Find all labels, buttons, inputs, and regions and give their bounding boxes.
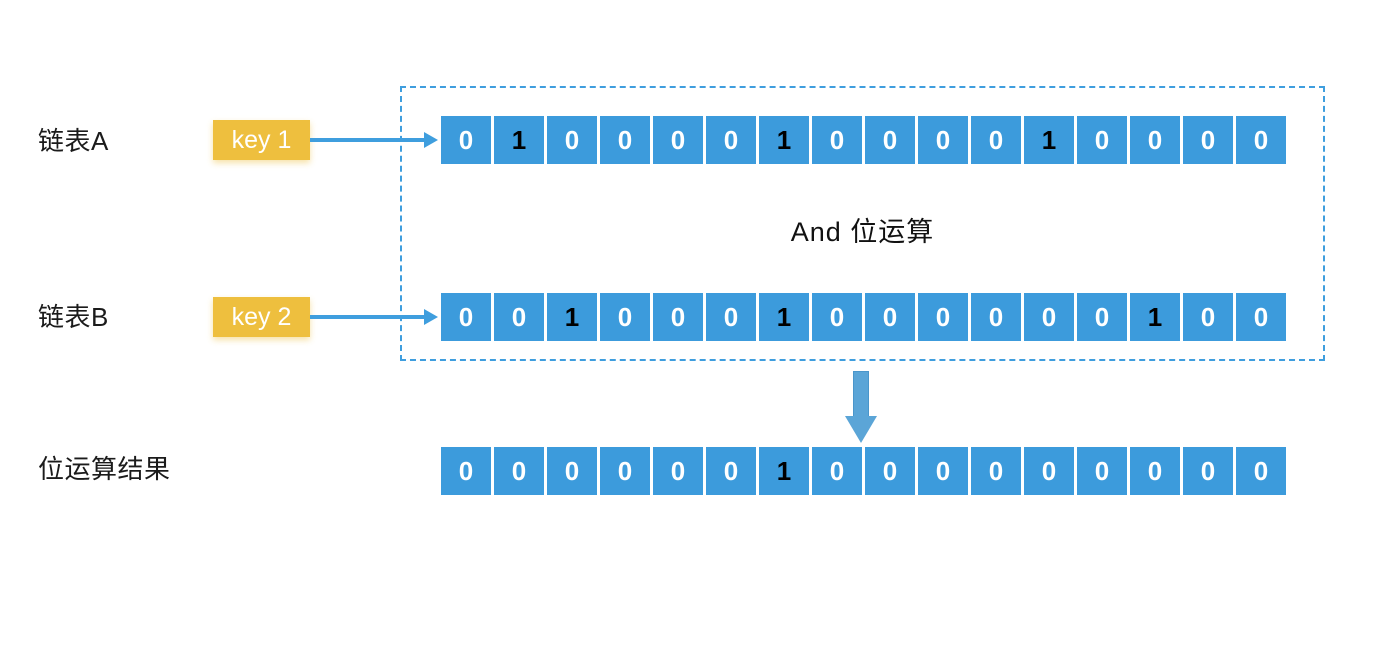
bit-cell: 1 [1023, 115, 1075, 165]
bit-cell: 1 [758, 292, 810, 342]
bit-cell: 0 [1235, 292, 1287, 342]
bit-cell: 0 [652, 292, 704, 342]
bit-cell: 0 [546, 446, 598, 496]
bit-cell: 0 [864, 292, 916, 342]
bit-cell: 0 [864, 115, 916, 165]
bit-cell: 0 [917, 115, 969, 165]
row-label-result: 位运算结果 [38, 454, 171, 484]
bit-cell: 0 [1129, 446, 1181, 496]
connector-arrow-a [310, 129, 438, 151]
bit-cell: 0 [1076, 292, 1128, 342]
bit-cell: 0 [1235, 446, 1287, 496]
bit-cell: 0 [1182, 292, 1234, 342]
bit-cell: 0 [546, 115, 598, 165]
bit-cell: 1 [758, 115, 810, 165]
bit-cell: 0 [1076, 446, 1128, 496]
bit-cell: 0 [1235, 115, 1287, 165]
bit-cell: 0 [493, 292, 545, 342]
bit-cell: 0 [705, 292, 757, 342]
bit-cell: 0 [599, 115, 651, 165]
bit-cell: 0 [970, 115, 1022, 165]
bit-cell: 0 [1076, 115, 1128, 165]
arrow-shaft [310, 315, 426, 319]
down-arrow-icon [845, 371, 877, 443]
bit-cell: 0 [970, 446, 1022, 496]
bit-cell: 0 [493, 446, 545, 496]
bit-cell: 0 [440, 446, 492, 496]
bit-cell: 1 [546, 292, 598, 342]
bit-cell: 0 [599, 446, 651, 496]
bit-cell: 0 [1182, 446, 1234, 496]
down-arrow-stem [853, 371, 869, 417]
bit-cell: 0 [652, 446, 704, 496]
bit-cell: 0 [917, 292, 969, 342]
bit-cell: 0 [1023, 446, 1075, 496]
connector-arrow-b [310, 306, 438, 328]
bit-cell: 0 [440, 115, 492, 165]
operation-caption: And 位运算 [790, 217, 935, 247]
bit-cell: 0 [811, 446, 863, 496]
row-label-linked-list-a: 链表A [38, 126, 109, 156]
bit-cell: 0 [864, 446, 916, 496]
key-tag-2[interactable]: key 2 [213, 297, 310, 337]
bit-cell: 1 [493, 115, 545, 165]
bit-cell: 0 [705, 115, 757, 165]
bit-cell: 0 [1023, 292, 1075, 342]
bit-cell: 0 [705, 446, 757, 496]
row-label-linked-list-b: 链表B [38, 302, 109, 332]
bit-cell: 0 [1182, 115, 1234, 165]
bit-cell: 0 [811, 115, 863, 165]
bit-cell: 1 [758, 446, 810, 496]
bit-cell: 0 [1129, 115, 1181, 165]
bit-cell: 1 [1129, 292, 1181, 342]
arrow-head-icon [424, 309, 438, 325]
and-operation-group-box [400, 86, 1325, 361]
arrow-head-icon [424, 132, 438, 148]
down-arrow-tip [845, 416, 877, 443]
bit-cell: 0 [599, 292, 651, 342]
key-tag-1[interactable]: key 1 [213, 120, 310, 160]
bit-cell: 0 [811, 292, 863, 342]
bit-cell: 0 [970, 292, 1022, 342]
bit-cell: 0 [652, 115, 704, 165]
bit-cell: 0 [917, 446, 969, 496]
arrow-shaft [310, 138, 426, 142]
bit-cell: 0 [440, 292, 492, 342]
